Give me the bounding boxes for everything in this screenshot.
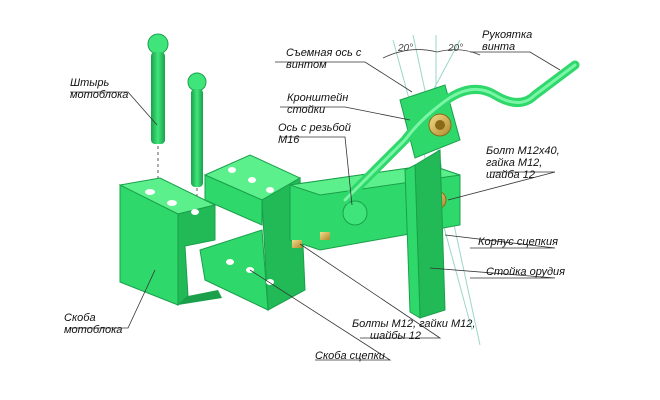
label-removable-axle: Съемная ось с винтом xyxy=(286,47,361,71)
label-pin: Штырь мотоблока xyxy=(70,77,128,101)
pin-right xyxy=(187,72,207,187)
label-coupling-body: Корпус сцепкия xyxy=(478,236,558,248)
label-bolt-line-2: гайка М12, xyxy=(486,157,543,169)
pin-left xyxy=(147,33,169,144)
label-threaded-axle: Ось с резьбой М16 xyxy=(278,122,351,146)
leader-lines xyxy=(70,51,561,361)
label-screw-handle-line-2: винта xyxy=(482,41,516,53)
label-removable-axle-line-1: Съемная ось с xyxy=(286,47,362,59)
label-stand-bracket-line-2: стойки xyxy=(287,104,326,116)
label-threaded-axle-line-1: Ось с резьбой xyxy=(278,122,351,134)
label-pin-line-1: Штырь xyxy=(70,77,110,89)
tool-stand xyxy=(404,149,446,319)
label-bolts-m12-line-2: шайбы 12 xyxy=(370,330,421,342)
label-pin-line-2: мотоблока xyxy=(70,89,129,101)
angle-arc-left xyxy=(382,49,438,59)
coupling-bracket xyxy=(199,154,306,311)
label-angle-left: 20° xyxy=(398,43,414,54)
label-removable-axle-line-2: винтом xyxy=(286,59,327,71)
label-bolts-m12-line-1: Болты М12, гайки М12, xyxy=(352,318,476,330)
label-walktractor-bracket-line-2: мотоблока xyxy=(64,324,123,336)
bolt-small-2 xyxy=(320,232,330,240)
label-tool-stand: Стойка орудия xyxy=(486,266,566,278)
label-coupling-bracket: Скоба сцепки xyxy=(315,350,385,362)
angle-arc-right xyxy=(436,49,481,56)
bolt-small-1 xyxy=(292,240,302,248)
threaded-axle-end xyxy=(342,200,368,226)
label-walktractor-bracket-line-1: Скоба xyxy=(64,312,96,324)
label-stand-bracket-line-1: Кронштейн xyxy=(287,92,349,104)
label-stand-bracket: Кронштейн стойки xyxy=(287,92,348,116)
label-bolt-line-3: шайба 12 xyxy=(486,169,535,181)
label-angle-right: 20° xyxy=(448,43,464,54)
label-bolts-m12: Болты М12, гайки М12, шайбы 12 xyxy=(352,318,475,342)
label-bolt-line-1: Болт М12х40, xyxy=(486,145,560,157)
label-walktractor-bracket: Скоба мотоблока xyxy=(64,312,122,336)
label-screw-handle: Рукоятка винта xyxy=(482,29,532,53)
label-screw-handle-line-1: Рукоятка xyxy=(482,29,533,41)
walktractor-bracket xyxy=(118,177,222,307)
label-threaded-axle-line-2: М16 xyxy=(278,134,300,146)
label-bolt-m12x40: Болт М12х40, гайка М12, шайба 12 xyxy=(486,145,560,181)
